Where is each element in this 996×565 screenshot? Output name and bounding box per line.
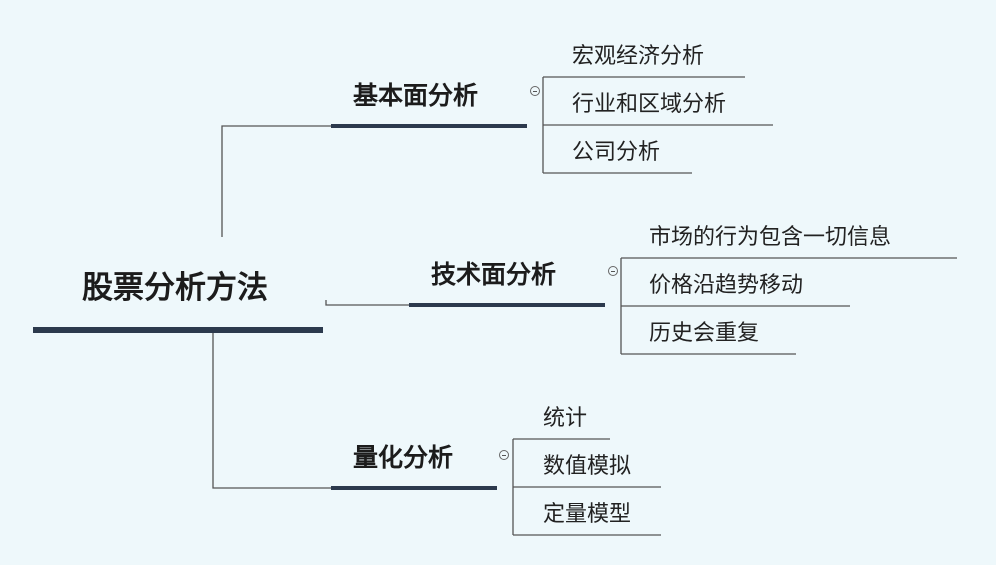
leaf-topic[interactable]: 公司分析 (572, 140, 661, 165)
leaf-topic[interactable]: 价格沿趋势移动 (649, 273, 804, 298)
connector-branch-2 (325, 300, 410, 306)
leaf-topic[interactable]: 历史会重复 (649, 321, 760, 346)
branch-topic-quantitative[interactable]: 量化分析 (353, 443, 454, 472)
collapse-icon[interactable] (530, 86, 540, 96)
collapse-icon[interactable] (608, 266, 618, 276)
leaf-topic[interactable]: 定量模型 (543, 502, 632, 527)
leaf-topic[interactable]: 行业和区域分析 (572, 92, 727, 117)
branch-topic-technical[interactable]: 技术面分析 (431, 260, 557, 289)
leaf-topic[interactable]: 数值模拟 (543, 454, 632, 479)
leaf-topic[interactable]: 统计 (543, 406, 588, 431)
leaf-topic[interactable]: 市场的行为包含一切信息 (649, 225, 892, 250)
leaf-topic[interactable]: 宏观经济分析 (572, 44, 705, 69)
connector-branch-1 (221, 125, 332, 237)
connector-branch-3 (212, 333, 332, 489)
collapse-icon[interactable] (499, 450, 509, 460)
branch-topic-fundamental[interactable]: 基本面分析 (353, 81, 479, 110)
root-topic[interactable]: 股票分析方法 (82, 270, 268, 306)
